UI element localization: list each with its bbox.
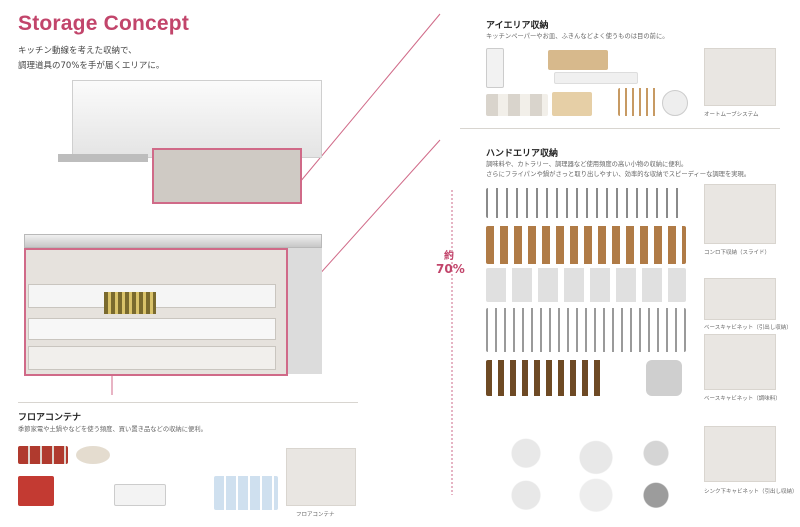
hand-thumb-4 — [704, 426, 776, 482]
water-bottles — [214, 476, 278, 510]
hand-thumb-caption-2: ベースキャビネット（引出し収納） — [704, 325, 792, 331]
floor-area-items — [18, 440, 278, 512]
hand-thumb-3 — [704, 334, 776, 390]
page-title: Storage Concept — [18, 12, 190, 35]
eye-area-thumb — [704, 48, 776, 106]
upper-cabinets — [72, 80, 322, 158]
drawer-3 — [28, 346, 276, 370]
paper-roll — [486, 48, 504, 88]
eye-area-title: アイエリア収納 — [486, 21, 549, 31]
canned-goods — [18, 446, 68, 464]
subtitle-line-1: キッチン動線を考えた収納で、 — [18, 46, 137, 56]
cups — [554, 72, 638, 84]
eye-area-divider — [460, 128, 780, 129]
hand-area-items — [486, 184, 691, 514]
hand-thumb-caption-1: コンロ下収納（スライド） — [704, 250, 771, 256]
towels — [486, 94, 548, 116]
hand-area-description: 調味料や、カトラリー、調理器など使用頻度の高い小物の収納に便利。 さらにフライパ… — [486, 160, 750, 179]
red-box — [18, 476, 54, 506]
floor-area-thumb-caption: フロアコンテナ — [296, 512, 335, 518]
hot-plate — [114, 484, 166, 506]
hand-thumb-caption-4: シンク下キャビネット（引出し収納） — [704, 489, 798, 495]
cabinet-side — [288, 248, 322, 374]
spice-jars — [486, 226, 686, 264]
kitchen-illustration — [18, 74, 322, 376]
subtitle-line-2: 調理道具の70%を手が届くエリアに。 — [18, 61, 165, 71]
canisters — [548, 50, 608, 70]
cutting-board — [552, 92, 592, 116]
range-hood — [58, 154, 148, 162]
bowls — [646, 360, 682, 396]
condiment-bottles — [486, 360, 606, 396]
pots-pans — [486, 428, 686, 512]
hand-thumb-2 — [704, 278, 776, 320]
containers — [486, 268, 686, 302]
hand-thumb-caption-3: ベースキャビネット（調味料） — [704, 396, 781, 402]
hand-area-desc-line-2: さらにフライパンや鍋がさっと取り出しやすい、効率的な収納でスピーディーな調理を実… — [486, 170, 751, 178]
eye-area-description: キッチンペーパーやお皿、ふきんなどよく使うものは目の前に。 — [486, 33, 669, 40]
hand-thumb-1 — [704, 184, 776, 244]
page-subtitle: キッチン動線を考えた収納で、 調理道具の70%を手が届くエリアに。 — [18, 44, 164, 74]
floor-area-thumb — [286, 448, 356, 506]
percent-value: 70% — [436, 262, 465, 276]
floor-area-description: 季節家電や土鍋やなどを使う頻度、買い置き品などの収納に便利。 — [18, 426, 207, 433]
clay-pot — [76, 446, 110, 464]
floor-area-title: フロアコンテナ — [18, 413, 82, 423]
hand-area-title: ハンドエリア収納 — [486, 149, 559, 159]
countertop — [24, 234, 322, 248]
knives-ladles — [486, 308, 686, 352]
plates — [662, 90, 688, 116]
tongs-and-tools — [486, 188, 686, 218]
drawer-2 — [28, 318, 276, 340]
utensils — [618, 88, 658, 116]
percent-label: 約 — [444, 251, 454, 262]
eye-area-rack — [152, 148, 302, 204]
eye-area-thumb-caption: オートムーブシステム — [704, 112, 759, 118]
floor-area-divider — [18, 402, 358, 403]
hand-area-desc-line-1: 調味料や、カトラリー、調理器など使用頻度の高い小物の収納に便利。 — [486, 161, 688, 168]
eye-area-items — [486, 44, 691, 118]
bottles — [104, 292, 156, 314]
